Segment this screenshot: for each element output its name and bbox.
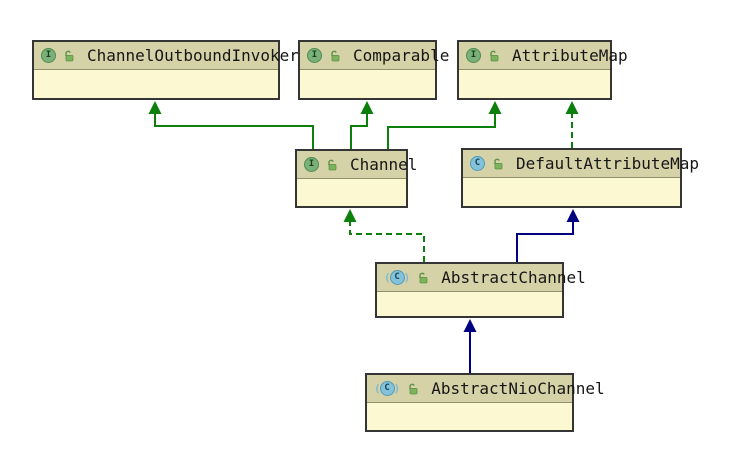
hollow-arrowhead <box>488 101 502 114</box>
class-node-abstractchannel[interactable]: C AbstractChannel <box>375 262 586 318</box>
node-body <box>459 70 610 98</box>
node-body <box>377 292 562 316</box>
class-node-channel[interactable]: I Channel <box>295 149 417 208</box>
node-body <box>297 179 406 206</box>
node-body <box>34 70 278 98</box>
node-body <box>463 178 680 206</box>
abstract-class-icon: C <box>384 270 410 285</box>
hollow-arrowhead <box>148 101 162 114</box>
hollow-arrowhead <box>566 209 580 222</box>
node-body <box>367 403 572 430</box>
lock-icon <box>417 272 429 284</box>
lock-icon <box>407 383 419 395</box>
interface-icon-letter: I <box>466 48 481 63</box>
hollow-arrowhead <box>565 101 579 114</box>
class-icon-letter: C <box>389 270 405 285</box>
node-header[interactable]: I Channel <box>297 151 417 179</box>
lock-icon <box>326 159 338 171</box>
node-body <box>300 70 435 98</box>
interface-icon: I <box>304 157 319 172</box>
edge-line <box>350 114 368 149</box>
lock-icon <box>492 158 504 170</box>
node-header[interactable]: I Comparable <box>300 42 449 70</box>
class-node-abstractniochannel[interactable]: C AbstractNioChannel <box>365 373 605 432</box>
node-label: AbstractChannel <box>441 268 586 287</box>
class-icon: C <box>470 156 485 171</box>
interface-icon: I <box>466 48 481 63</box>
lock-icon <box>63 50 75 62</box>
interface-icon-letter: I <box>307 48 322 63</box>
class-node-defaultattributemap[interactable]: C DefaultAttributeMap <box>461 148 699 208</box>
interface-icon-letter: I <box>41 48 56 63</box>
class-node-comparable[interactable]: I Comparable <box>298 40 449 100</box>
class-icon-letter: C <box>379 381 395 396</box>
edge-line <box>154 114 314 149</box>
node-label: AttributeMap <box>512 46 628 65</box>
hollow-arrowhead <box>360 101 374 114</box>
class-node-attributemap[interactable]: I AttributeMap <box>457 40 628 100</box>
edge-channel-extends-channeloutboundinvoker <box>148 101 314 149</box>
node-header[interactable]: C AbstractChannel <box>377 264 586 292</box>
edge-abstractniochannel-extends-abstractchannel <box>463 319 477 373</box>
class-icon-letter: C <box>470 156 485 171</box>
edge-channel-extends-comparable <box>350 101 374 149</box>
node-header[interactable]: C AbstractNioChannel <box>367 375 605 403</box>
node-label: Comparable <box>353 46 450 65</box>
class-node-channeloutboundinvoker[interactable]: I ChannelOutboundInvoker <box>32 40 299 100</box>
node-label: DefaultAttributeMap <box>516 154 700 173</box>
edge-line <box>516 222 574 262</box>
lock-icon <box>329 50 341 62</box>
interface-icon: I <box>41 48 56 63</box>
interface-icon: I <box>307 48 322 63</box>
node-header[interactable]: I ChannelOutboundInvoker <box>34 42 299 70</box>
edge-line <box>387 114 496 149</box>
abstract-class-icon: C <box>374 381 400 396</box>
edge-defaultattributemap-implements-attributemap <box>565 101 579 148</box>
edge-abstractchannel-implements-channel <box>343 209 425 262</box>
node-header[interactable]: I AttributeMap <box>459 42 628 70</box>
node-label: ChannelOutboundInvoker <box>87 46 299 65</box>
node-label: Channel <box>350 155 418 174</box>
edge-line-dashed <box>349 222 425 262</box>
hollow-arrowhead <box>463 319 477 332</box>
edge-abstractchannel-extends-defaultattributemap <box>516 209 580 262</box>
node-label: AbstractNioChannel <box>431 379 605 398</box>
lock-icon <box>488 50 500 62</box>
edge-channel-extends-attributemap <box>387 101 502 149</box>
hollow-arrowhead <box>343 209 357 222</box>
interface-icon-letter: I <box>304 157 319 172</box>
node-header[interactable]: C DefaultAttributeMap <box>463 150 699 178</box>
